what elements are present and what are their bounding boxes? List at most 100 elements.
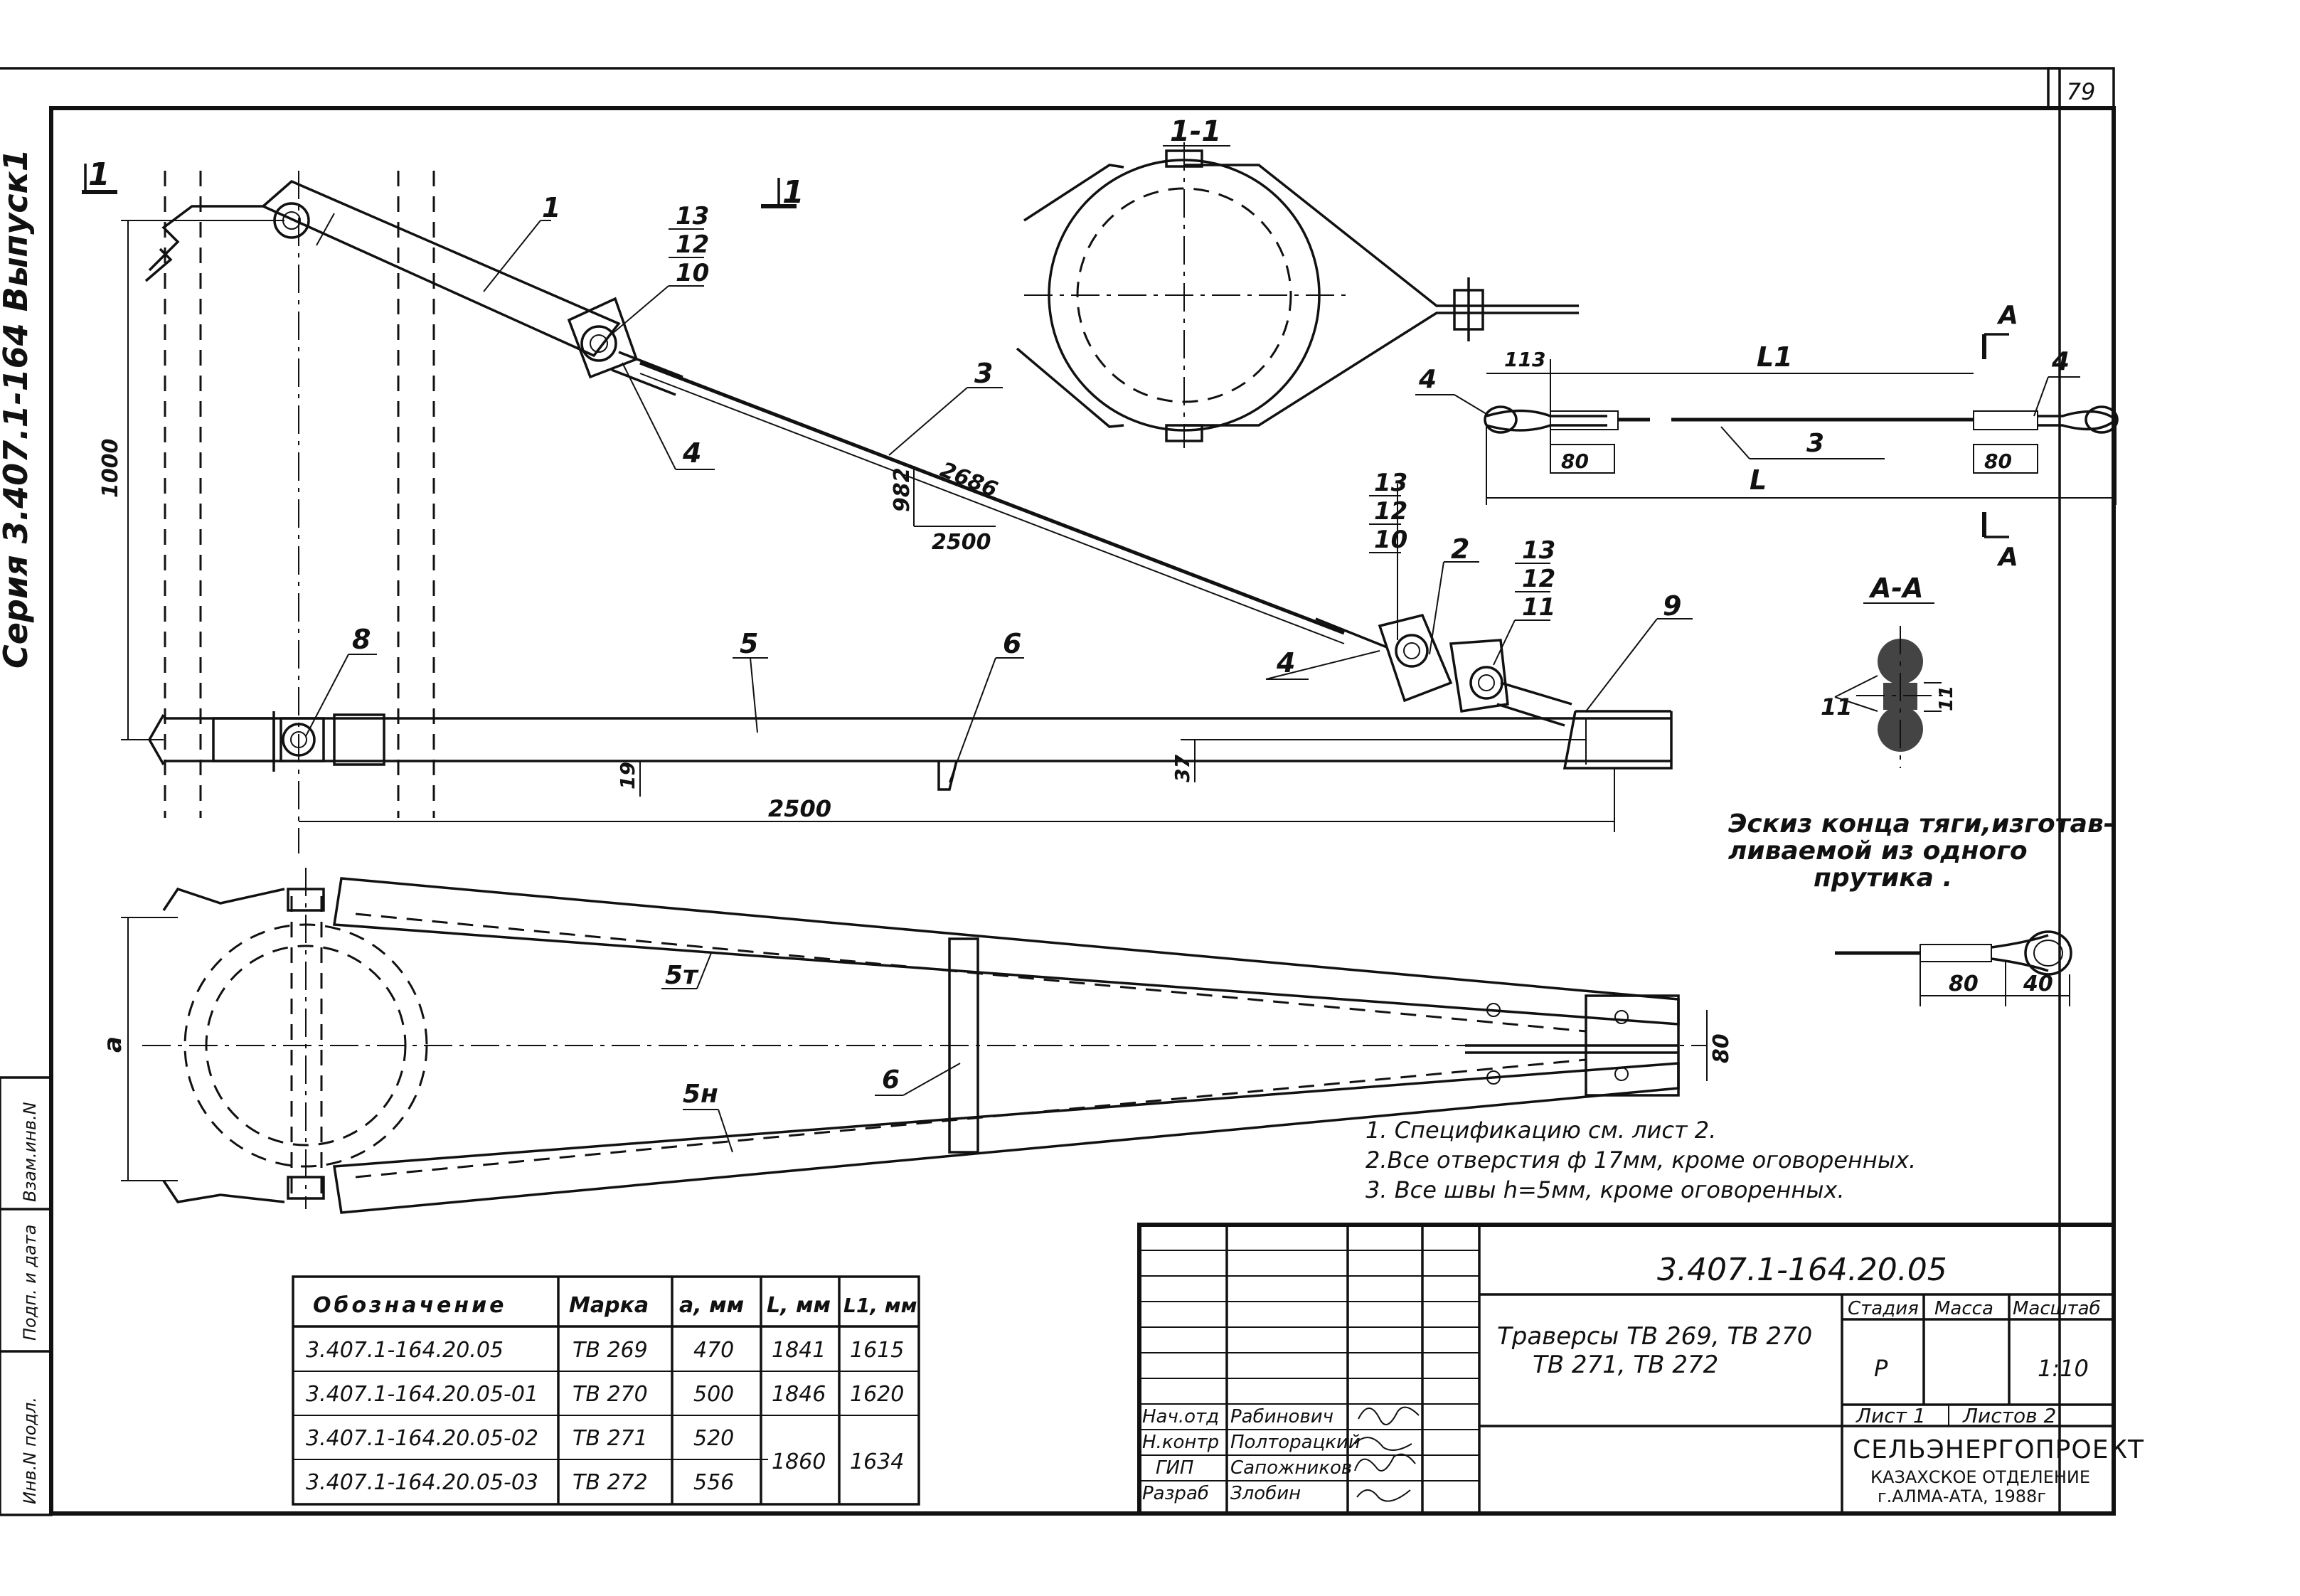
end-sketch: 80 40 <box>1835 930 2072 1006</box>
callout-stack-b-3: 10 <box>1374 526 1407 554</box>
table-row-34-L1: 1634 <box>850 1449 904 1474</box>
callout-stack-c-2: 12 <box>1522 565 1555 593</box>
table-row-4-designation: 3.407.1-164.20.05-03 <box>306 1470 538 1495</box>
margin-label-1: Инв.N подл. <box>20 1397 40 1504</box>
dim-2686: 2686 <box>937 457 1001 503</box>
stage-label: Стадия <box>1848 1298 1919 1319</box>
table-header-designation: Обозначение <box>313 1293 507 1318</box>
callout-5t: 5т <box>665 961 699 990</box>
dim-80a: 80 <box>1561 449 1589 473</box>
staff-role-4: Разраб <box>1142 1483 1209 1504</box>
margin-label-3: Взам.инв.N <box>20 1102 40 1202</box>
title-block: Нач.отд Рабинович Н.контр Полторацкий ГИ… <box>1137 1223 2144 1516</box>
table-row-2-mark: ТВ 270 <box>573 1382 648 1407</box>
sheet-label: Лист 1 <box>1856 1404 1926 1427</box>
elevation-view: 1 1 <box>82 156 1693 853</box>
organization-sub-2: г.АЛМА-АТА, 1988г <box>1878 1486 2046 1506</box>
table-row-4-a: 556 <box>693 1470 734 1495</box>
sketch-caption-1: Эскиз конца тяги,изготав- <box>1728 809 2114 839</box>
callout-4c: 4 <box>1418 365 1437 394</box>
dim-L: L <box>1750 464 1767 496</box>
stage-value: Р <box>1874 1355 1888 1382</box>
dim-113: 113 <box>1504 348 1545 371</box>
staff-role-1: Нач.отд <box>1142 1406 1219 1427</box>
organization-sub-1: КАЗАХСКОЕ ОТДЕЛЕНИЕ <box>1870 1467 2090 1487</box>
callout-4a: 4 <box>682 437 701 469</box>
callout-stack-b-1: 13 <box>1374 469 1407 497</box>
table-row-1-designation: 3.407.1-164.20.05 <box>306 1338 504 1363</box>
callout-2: 2 <box>1451 533 1469 565</box>
margin-label-2: Подп. и дата <box>20 1225 40 1341</box>
series-side-label: Серия 3.407.1-164 Выпуск1 <box>0 149 35 669</box>
callout-5n: 5н <box>683 1080 718 1109</box>
staff-name-1: Рабинович <box>1230 1406 1333 1427</box>
table-row-1-mark: ТВ 269 <box>573 1338 648 1363</box>
dim-80-side: 80 <box>1709 1033 1734 1063</box>
table-header-mark: Марка <box>569 1293 649 1318</box>
margin-stamp: Инв.N подл. Подп. и дата Взам.инв.N <box>0 1076 53 1516</box>
table-header-a: a, мм <box>679 1293 744 1318</box>
staff-role-2: Н.контр <box>1142 1432 1219 1453</box>
table-row-3-mark: ТВ 271 <box>573 1426 648 1451</box>
notes: 1. Спецификацию см. лист 2. 2.Все отверс… <box>1365 1117 1916 1203</box>
callout-stack-a-3: 10 <box>676 259 709 287</box>
callout-5: 5 <box>740 628 758 659</box>
sketch-caption-2: ливаемой из одного <box>1728 836 2028 866</box>
dim-2500-slope: 2500 <box>932 530 991 555</box>
dim-1000: 1000 <box>98 439 123 499</box>
sheet-number: 79 <box>2067 78 2096 105</box>
note-3: 3. Все швы h=5мм, кроме оговоренных. <box>1365 1176 1845 1203</box>
callout-6a: 6 <box>1003 628 1021 659</box>
rod-detail: 113 L1 80 80 L 3 4 4 А А <box>1415 301 2119 572</box>
callout-stack-a-2: 12 <box>676 230 709 259</box>
table-header-L: L, мм <box>767 1293 831 1318</box>
callout-3a: 3 <box>974 358 993 389</box>
callout-stack-a-1: 13 <box>676 202 709 230</box>
table-row-4-mark: ТВ 272 <box>573 1470 648 1495</box>
dim-982: 982 <box>890 467 915 512</box>
mass-label: Масса <box>1934 1298 1993 1319</box>
dim-19: 19 <box>616 762 639 789</box>
table-header-L1: L1, мм <box>843 1294 917 1317</box>
table-row-2-a: 500 <box>693 1382 734 1407</box>
dim-L1: L1 <box>1757 341 1793 373</box>
section-mark-right: 1 <box>782 174 804 211</box>
drawing-title-2: ТВ 271, ТВ 272 <box>1533 1351 1718 1379</box>
sheet-frame: 79 <box>0 67 2116 1516</box>
table-row-34-L: 1860 <box>772 1449 826 1474</box>
dim-80c: 80 <box>1949 972 1979 996</box>
callout-stack-b-2: 12 <box>1374 497 1407 526</box>
dim-2500-base: 2500 <box>768 795 831 822</box>
callout-4b: 4 <box>1276 647 1295 679</box>
table-row-2-designation: 3.407.1-164.20.05-01 <box>306 1382 538 1407</box>
dim-11: 11 <box>1936 686 1957 711</box>
table-row-3-a: 520 <box>693 1426 734 1451</box>
section-a-top: А <box>1996 301 2018 330</box>
dim-80b: 80 <box>1984 449 2012 473</box>
section-a-a-view: А-А 11 11 <box>1821 573 1957 768</box>
callout-stack-c-3: 11 <box>1522 593 1555 622</box>
sheets-label: Листов 2 <box>1962 1404 2056 1427</box>
plan-view: a 80 5т 5н 6 <box>99 868 1734 1214</box>
dim-37: 37 <box>1171 755 1194 782</box>
organization-name: СЕЛЬЭНЕРГОПРОЕКТ <box>1853 1435 2144 1464</box>
callout-9: 9 <box>1663 590 1681 622</box>
callout-8: 8 <box>352 624 371 655</box>
callout-stack-c-1: 13 <box>1522 536 1555 565</box>
callout-3b: 3 <box>1806 429 1824 458</box>
sketch-caption: Эскиз конца тяги,изготав- ливаемой из од… <box>1728 809 2114 893</box>
scale-value: 1:10 <box>2038 1355 2089 1382</box>
staff-role-3: ГИП <box>1156 1457 1194 1479</box>
table-row-1-a: 470 <box>693 1338 734 1363</box>
dim-a: a <box>99 1036 127 1053</box>
note-1: 1. Спецификацию см. лист 2. <box>1365 1117 1716 1144</box>
callout-6b: 6 <box>882 1065 900 1095</box>
staff-name-4: Злобин <box>1230 1483 1301 1504</box>
table-row-1-L1: 1615 <box>850 1338 904 1363</box>
section-a-a-title: А-А <box>1868 573 1924 604</box>
table-row-2-L: 1846 <box>772 1382 826 1407</box>
callout-4d: 4 <box>2051 347 2070 376</box>
note-2: 2.Все отверстия ф 17мм, кроме оговоренны… <box>1365 1147 1916 1174</box>
dim-40: 40 <box>2023 972 2053 996</box>
